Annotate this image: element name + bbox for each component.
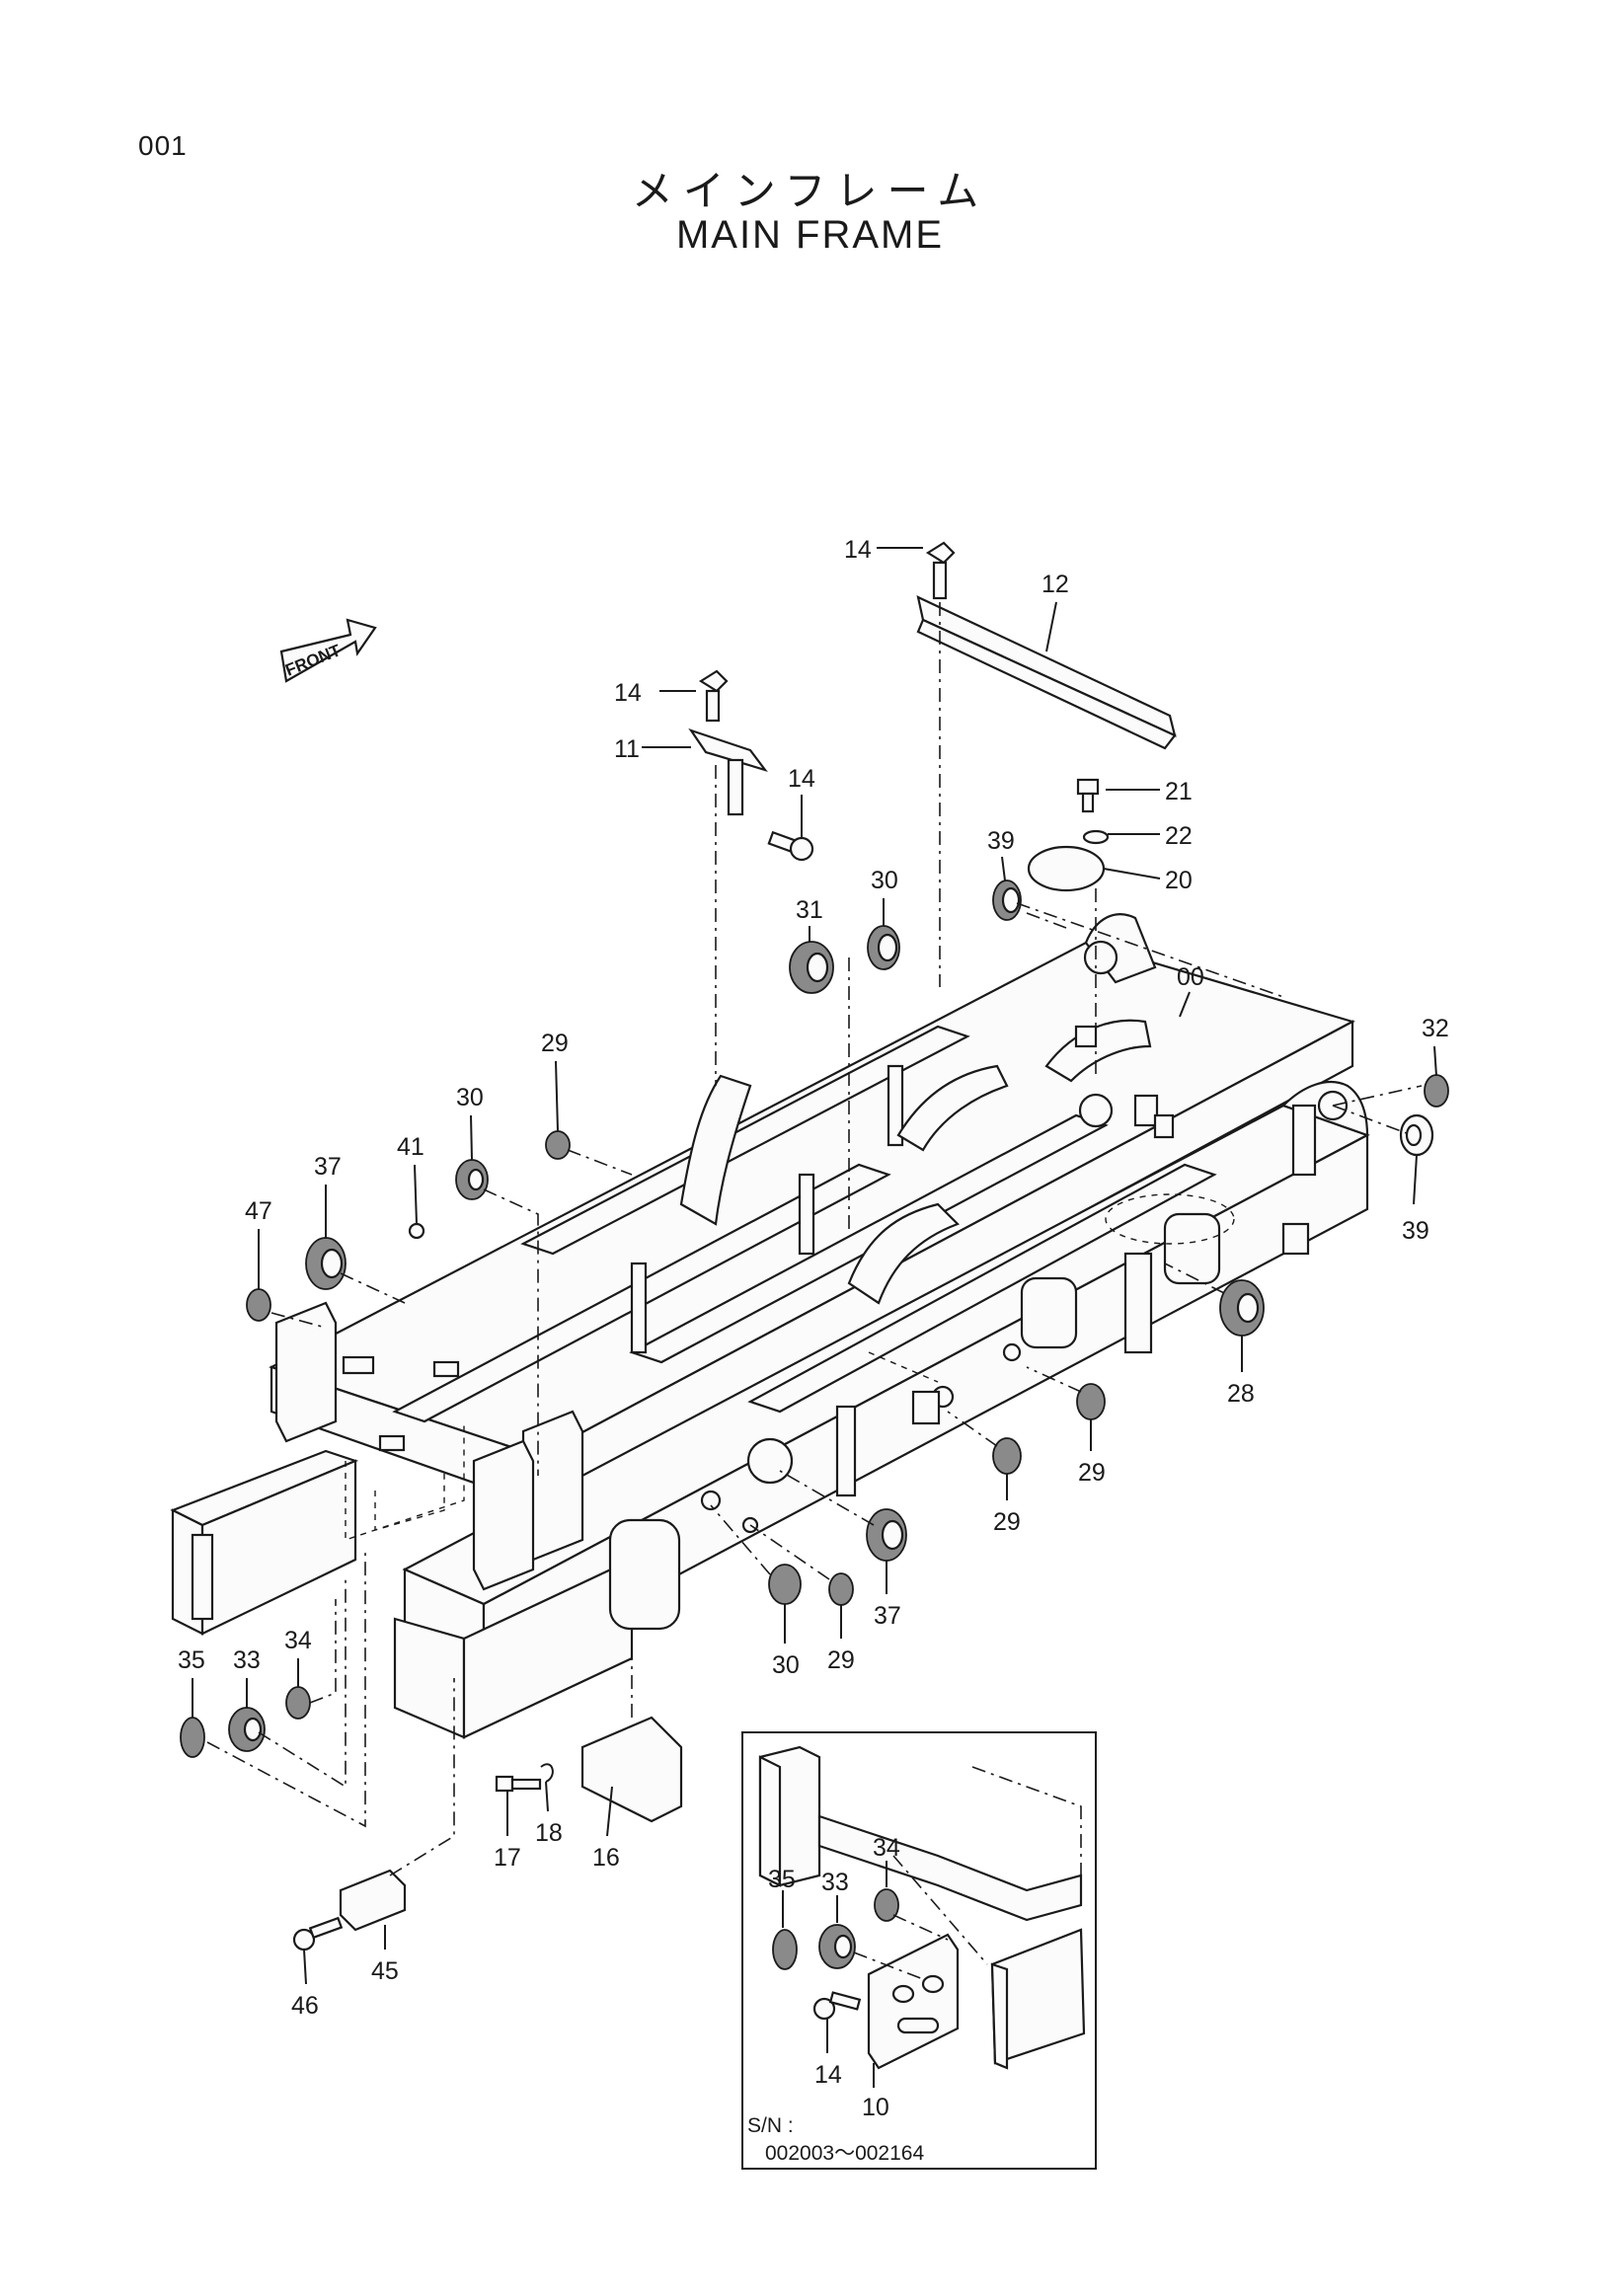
- grommet-icon: [228, 1707, 266, 1752]
- callout-41: 41: [397, 1133, 424, 1161]
- callout-16: 16: [592, 1844, 620, 1872]
- serial-number-label: S/N :: [747, 2114, 794, 2137]
- callout-31: 31: [796, 896, 823, 924]
- title-japanese: メインフレーム: [631, 167, 989, 215]
- callout-30: 30: [456, 1084, 484, 1111]
- callout-45: 45: [371, 1957, 399, 1985]
- callout-39: 39: [1402, 1217, 1429, 1245]
- bolt-icon: [698, 669, 729, 723]
- callout-35: 35: [178, 1646, 205, 1674]
- callout-21: 21: [1165, 778, 1193, 805]
- serial-number-range: 002003～002164: [765, 2142, 924, 2165]
- grommet-icon: [545, 1130, 571, 1160]
- grommet-icon: [818, 1924, 856, 1969]
- bolt-icon: [925, 541, 956, 600]
- callout-11: 11: [614, 735, 640, 763]
- bolt-icon: [812, 1991, 862, 2021]
- callout-00: 00: [1177, 963, 1204, 991]
- inset-callout-34: 34: [873, 1834, 900, 1862]
- nut-icon: [408, 1222, 425, 1240]
- main-frame-body: [170, 913, 1370, 1739]
- grommet-icon: [285, 1686, 311, 1720]
- inset-callout-33: 33: [821, 1869, 849, 1896]
- callout-14: 14: [844, 536, 872, 564]
- callout-29: 29: [827, 1646, 855, 1674]
- grommet-icon: [768, 1564, 802, 1605]
- grommet-icon: [246, 1288, 271, 1322]
- grommet-icon: [1399, 1113, 1434, 1157]
- clip-icon: [540, 1763, 554, 1783]
- callout-30: 30: [772, 1651, 800, 1679]
- grommet-icon: [305, 1237, 347, 1290]
- grommet-icon: [992, 1437, 1022, 1475]
- callout-12: 12: [1041, 571, 1069, 598]
- callout-labels: 14 12 14 11 14 21 22 20 39 30 31 00 32 3…: [178, 536, 1449, 2020]
- callout-47: 47: [245, 1197, 272, 1225]
- front-arrow-icon: FRONT: [279, 618, 377, 683]
- grommet-icon: [867, 925, 900, 970]
- bolt-icon: [767, 830, 814, 862]
- callout-18: 18: [535, 1819, 563, 1847]
- callout-17: 17: [494, 1844, 521, 1872]
- callout-20: 20: [1165, 867, 1193, 894]
- bolt-icon: [495, 1775, 542, 1793]
- side-cover-icon: [580, 1716, 683, 1823]
- grommet-icon: [992, 880, 1022, 921]
- mount-plate-icon: [867, 1933, 960, 2070]
- washer-icon: [1082, 829, 1110, 845]
- callout-34: 34: [284, 1627, 312, 1654]
- callout-37: 37: [314, 1153, 342, 1181]
- bracket-icon: [339, 1869, 407, 1932]
- grommet-icon: [1424, 1074, 1449, 1108]
- callout-32: 32: [1422, 1015, 1449, 1042]
- inset-frame: [741, 1731, 1097, 2170]
- inset-detail: 34 35 33 14 10 S/N : 002003～002164: [741, 1731, 1097, 2170]
- inset-callout-35: 35: [768, 1866, 796, 1893]
- bolt-icon: [292, 1916, 344, 1952]
- grommet-icon: [1219, 1279, 1265, 1337]
- bolt-icon: [1076, 778, 1100, 813]
- title-english: MAIN FRAME: [675, 213, 945, 257]
- callout-29: 29: [1078, 1459, 1106, 1487]
- grommet-icon: [828, 1572, 854, 1606]
- inset-callout-10: 10: [862, 2094, 889, 2121]
- inset-callout-14: 14: [814, 2061, 842, 2089]
- callout-29: 29: [541, 1030, 569, 1057]
- callout-28: 28: [1227, 1380, 1255, 1408]
- grommet-icon: [1076, 1383, 1106, 1420]
- callout-22: 22: [1165, 822, 1193, 850]
- grommet-icon: [455, 1159, 489, 1200]
- callout-46: 46: [291, 1992, 319, 2020]
- grommet-icon: [866, 1508, 907, 1562]
- cover-plate-icon: [1027, 845, 1106, 892]
- grommet-icon: [180, 1717, 205, 1758]
- callout-33: 33: [233, 1646, 261, 1674]
- bracket-icon: [688, 727, 768, 773]
- reinforcement-bar-icon: [916, 595, 1177, 737]
- grommet-icon: [772, 1929, 798, 1970]
- callout-30: 30: [871, 867, 898, 894]
- grommet-icon: [789, 941, 834, 994]
- callout-14: 14: [614, 679, 642, 707]
- callout-37: 37: [874, 1602, 901, 1630]
- grommet-icon: [874, 1888, 899, 1922]
- leader-lines: [192, 547, 1437, 1985]
- callout-39: 39: [987, 827, 1015, 855]
- page-number: 001: [138, 130, 188, 161]
- callout-14: 14: [788, 765, 815, 793]
- callout-29: 29: [993, 1508, 1021, 1536]
